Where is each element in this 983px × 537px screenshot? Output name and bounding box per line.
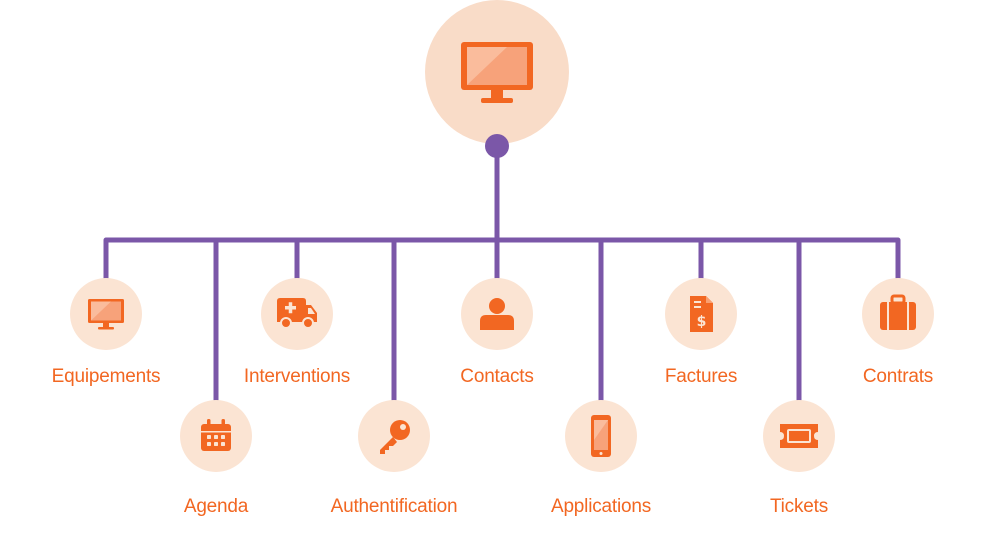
- ticket-icon: [780, 424, 818, 448]
- person-icon: [480, 298, 514, 330]
- calendar-icon: [201, 419, 231, 451]
- key-icon: [380, 420, 410, 454]
- label-agenda: Agenda: [183, 496, 249, 517]
- monitor-icon: [461, 42, 533, 103]
- ambulance-icon: [277, 298, 317, 329]
- briefcase-icon: [880, 294, 916, 330]
- node-agenda: [180, 400, 252, 472]
- node-equipements: [70, 278, 142, 350]
- smartphone-icon: [591, 415, 611, 457]
- node-interventions: [261, 278, 333, 350]
- label-contacts: Contacts: [460, 366, 534, 387]
- node-contacts: [461, 278, 533, 350]
- node-authentification: [358, 400, 430, 472]
- node-tickets: [763, 400, 835, 472]
- label-applications: Applications: [550, 496, 652, 517]
- monitor-icon: [88, 299, 124, 330]
- label-interventions: Interventions: [243, 366, 351, 387]
- label-tickets: Tickets: [769, 496, 829, 517]
- child-nodes: $: [70, 278, 934, 472]
- svg-text:$: $: [697, 314, 707, 330]
- invoice-icon: $: [690, 296, 713, 332]
- label-factures: Factures: [664, 366, 738, 387]
- label-equipements: Equipements: [51, 366, 161, 387]
- label-authentification: Authentification: [330, 496, 458, 517]
- root-connector-dot: [485, 134, 509, 158]
- root-node: [425, 0, 569, 158]
- node-contrats: [862, 278, 934, 350]
- node-factures: $: [665, 278, 737, 350]
- label-contrats: Contrats: [862, 366, 934, 387]
- connector-lines: [103, 146, 901, 404]
- node-applications: [565, 400, 637, 472]
